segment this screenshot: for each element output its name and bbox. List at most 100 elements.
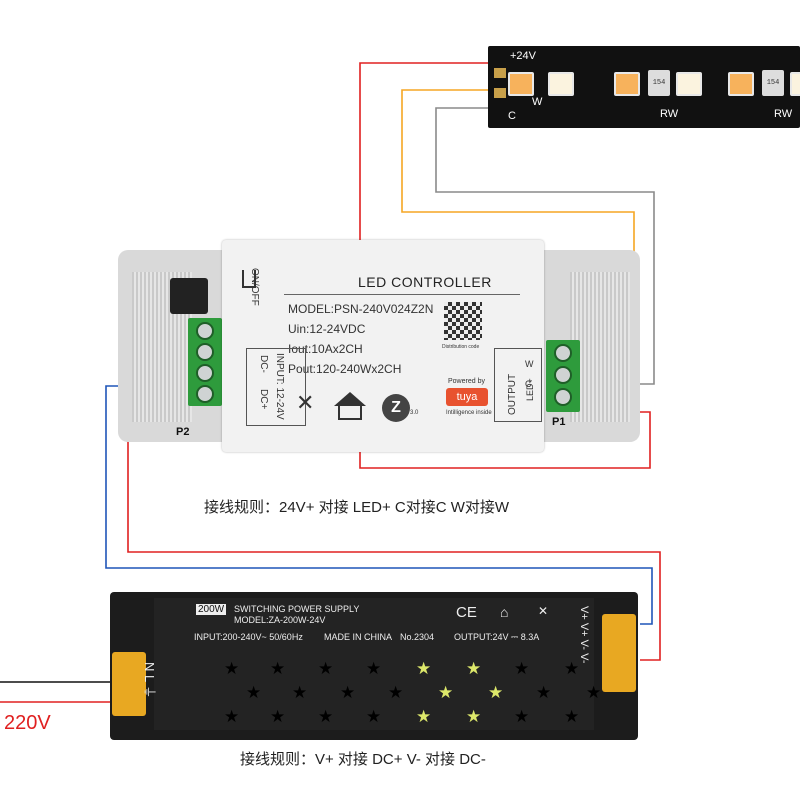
psu-title: SWITCHING POWER SUPPLY: [234, 604, 360, 614]
tuya-logo: tuya: [446, 388, 488, 406]
controller-title: LED CONTROLLER: [358, 274, 492, 290]
psu-number: No.2304: [400, 632, 435, 642]
vent-star-icon: ★: [586, 683, 602, 702]
vent-star-icon: ★: [466, 707, 482, 726]
vent-star-icon: ★: [388, 683, 404, 702]
strip-solder-pad: [494, 68, 506, 78]
terminal-screw: [196, 322, 214, 340]
model-text: MODEL:PSN-240V024Z2N: [288, 302, 434, 316]
zigbee-icon: Z: [382, 394, 410, 422]
vent-star-icon: ★: [564, 707, 580, 726]
terminal-screw: [196, 385, 214, 403]
qr-code: [444, 302, 482, 340]
switch-label: ON/OFF: [249, 268, 260, 306]
vent-star-icon: ★: [340, 683, 356, 702]
psu-made: MADE IN CHINA: [324, 632, 393, 642]
dc-minus-label: DC-: [258, 355, 269, 373]
terminal-screw: [554, 366, 572, 384]
vent-star-icon: ★: [318, 659, 334, 678]
psu-input: INPUT:200-240V~ 50/60Hz: [194, 632, 303, 642]
wiring-rule-power: 接线规则：V+ 对接 DC+ V- 对接 DC-: [240, 751, 486, 768]
output-w-label: W: [525, 359, 534, 369]
psu-model: MODEL:ZA-200W-24V: [234, 615, 326, 625]
dc-output-terminal: [602, 614, 636, 692]
ac-input-terminal: [112, 652, 146, 716]
controller-label: ON/OFF LED CONTROLLER MODEL:PSN-240V024Z…: [222, 240, 544, 452]
vent-star-icon: ★: [366, 707, 382, 726]
ac-terminal-label: N L ⏚: [142, 662, 157, 699]
led-chip-warm: [508, 72, 534, 96]
vent-star-icon: ★: [536, 683, 552, 702]
wiring-rule-controller: 接线规则：24V+ 对接 LED+ C对接C W对接W: [204, 499, 510, 516]
pout-text: Pout:120-240Wx2CH: [288, 362, 402, 376]
qr-caption: Distribution code: [442, 344, 480, 350]
power-supply: 200W SWITCHING POWER SUPPLY MODEL:ZA-200…: [110, 592, 638, 740]
vent-star-icon: ★: [270, 707, 286, 726]
led-chip-cool: [790, 72, 800, 96]
input-voltage-label: 220V: [4, 712, 51, 734]
led-chip-warm: [728, 72, 754, 96]
switch-icon: [242, 270, 256, 288]
powered-by-label: Powered by: [448, 378, 485, 385]
power-switch[interactable]: [170, 278, 208, 314]
vent-star-icon: ★: [466, 659, 482, 678]
tuya-sub: Intilligence inside: [446, 410, 492, 416]
strip-rw-label: RW: [774, 108, 793, 120]
strip-w-label: W: [532, 96, 543, 108]
zigbee-version: 3.0: [410, 410, 419, 416]
input-label: INPUT: 12-24V: [274, 353, 285, 420]
vent-star-icon: ★: [514, 659, 530, 678]
vent-star-icon: ★: [292, 683, 308, 702]
strip-c-label: C: [508, 110, 516, 122]
dc-terminal-label: V+ V+ V- V-: [578, 606, 590, 664]
port-label-p2: P2: [176, 426, 190, 438]
vent-star-icon: ★: [416, 707, 432, 726]
vent-star-icon: ★: [246, 683, 262, 702]
power-supply-top: 200W SWITCHING POWER SUPPLY MODEL:ZA-200…: [154, 598, 601, 730]
port-label-p1: P1: [552, 416, 566, 428]
output-terminal-block: [546, 340, 580, 412]
strip-resistor: 154: [648, 70, 670, 96]
input-terminal-block: [188, 318, 222, 406]
house-icon: ⌂: [500, 604, 509, 620]
strip-resistor: 154: [762, 70, 784, 96]
vent-star-icon: ★: [318, 707, 334, 726]
output-label-box: OUTPUT LED+ C W: [494, 348, 542, 422]
iout-text: Iout:10Ax2CH: [288, 342, 363, 356]
terminal-screw: [554, 388, 572, 406]
vent-star-icon: ★: [514, 707, 530, 726]
output-c-label: C: [525, 379, 532, 389]
uin-text: Uin:12-24VDC: [288, 322, 366, 336]
vent-star-icon: ★: [488, 683, 504, 702]
ce-mark: CE: [456, 604, 477, 621]
terminal-screw: [196, 364, 214, 382]
gray-wire-w: [435, 107, 655, 385]
house-icon: [334, 392, 366, 406]
led-chip-cool: [676, 72, 702, 96]
input-label-box: INPUT: 12-24V DC- DC+: [246, 348, 306, 426]
house-icon-body: [338, 406, 362, 420]
power-badge: 200W: [196, 604, 227, 615]
vent-star-icon: ★: [224, 707, 240, 726]
led-strip: +24V W C 154 154 RW RW: [488, 46, 800, 128]
terminal-screw: [196, 343, 214, 361]
heatsink-fins-right: [570, 272, 630, 422]
vent-star-icon: ★: [438, 683, 454, 702]
psu-output: OUTPUT:24V ⎓ 8.3A: [454, 632, 540, 642]
vent-star-icon: ★: [366, 659, 382, 678]
strip-plus-label: +24V: [510, 50, 536, 62]
vent-star-icon: ★: [270, 659, 286, 678]
strip-rw-label: RW: [660, 108, 679, 120]
dc-plus-label: DC+: [258, 389, 269, 410]
vent-star-icon: ★: [416, 659, 432, 678]
weee-bin-icon: ✕: [538, 604, 549, 618]
divider: [284, 294, 520, 295]
terminal-screw: [554, 344, 572, 362]
vent-star-icon: ★: [564, 659, 580, 678]
output-label: OUTPUT: [507, 373, 518, 415]
vent-star-icon: ★: [224, 659, 240, 678]
led-chip-warm: [614, 72, 640, 96]
strip-solder-pad: [494, 88, 506, 98]
led-chip-cool: [548, 72, 574, 96]
weee-bin-icon: ✕: [296, 390, 315, 415]
